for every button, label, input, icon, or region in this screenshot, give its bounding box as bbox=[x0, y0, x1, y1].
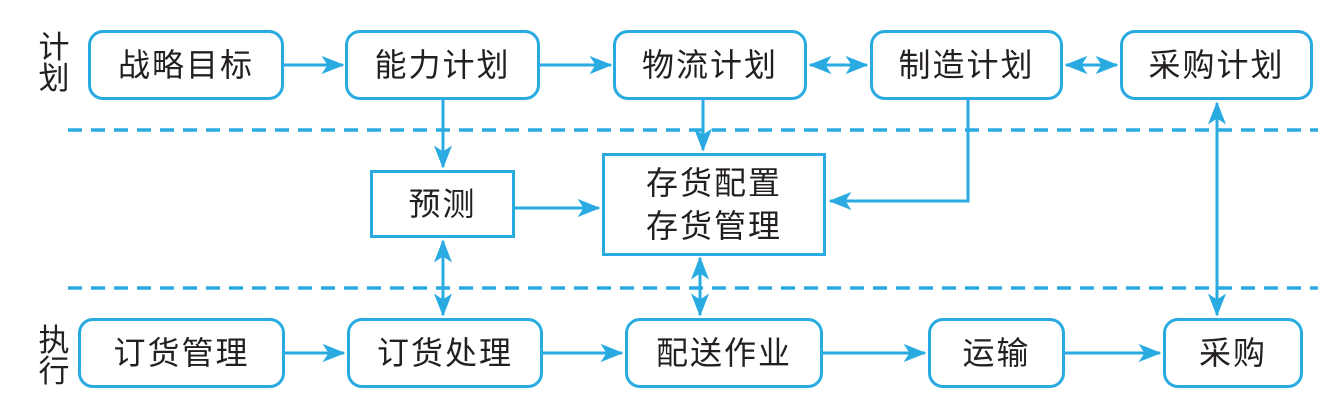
node-label: 存货配置 存货管理 bbox=[646, 162, 782, 246]
node-capacity-plan: 能力计划 bbox=[345, 30, 540, 100]
node-label: 运输 bbox=[962, 334, 1031, 371]
row-label-execution: 执行 bbox=[38, 323, 70, 389]
node-label: 订货处理 bbox=[376, 334, 513, 371]
node-order-processing: 订货处理 bbox=[347, 318, 543, 388]
inventory-line1: 存货配置 bbox=[645, 165, 782, 202]
node-label: 订货管理 bbox=[113, 334, 250, 371]
arrow-manufacturing-to-inventory-elbow bbox=[828, 100, 970, 211]
node-distribution: 配送作业 bbox=[625, 318, 823, 388]
node-transport: 运输 bbox=[928, 318, 1065, 388]
node-label: 采购 bbox=[1198, 334, 1267, 371]
node-label: 能力计划 bbox=[374, 46, 511, 83]
node-order-management: 订货管理 bbox=[78, 318, 285, 388]
node-label: 战略目标 bbox=[117, 46, 254, 83]
node-label: 预测 bbox=[408, 185, 477, 222]
node-label: 配送作业 bbox=[655, 334, 792, 371]
inventory-line2: 存货管理 bbox=[645, 207, 782, 244]
node-label: 采购计划 bbox=[1148, 46, 1285, 83]
node-strategic-goal: 战略目标 bbox=[88, 30, 284, 100]
node-label: 物流计划 bbox=[641, 46, 778, 83]
node-inventory: 存货配置 存货管理 bbox=[602, 153, 826, 256]
node-purchase: 采购 bbox=[1163, 318, 1303, 388]
row-label-planning: 计划 bbox=[38, 30, 70, 96]
node-manufacturing-plan: 制造计划 bbox=[870, 30, 1063, 100]
node-logistics-plan: 物流计划 bbox=[613, 30, 807, 100]
node-label: 制造计划 bbox=[898, 46, 1035, 83]
node-procurement-plan: 采购计划 bbox=[1120, 30, 1313, 100]
node-forecast: 预测 bbox=[370, 170, 515, 238]
